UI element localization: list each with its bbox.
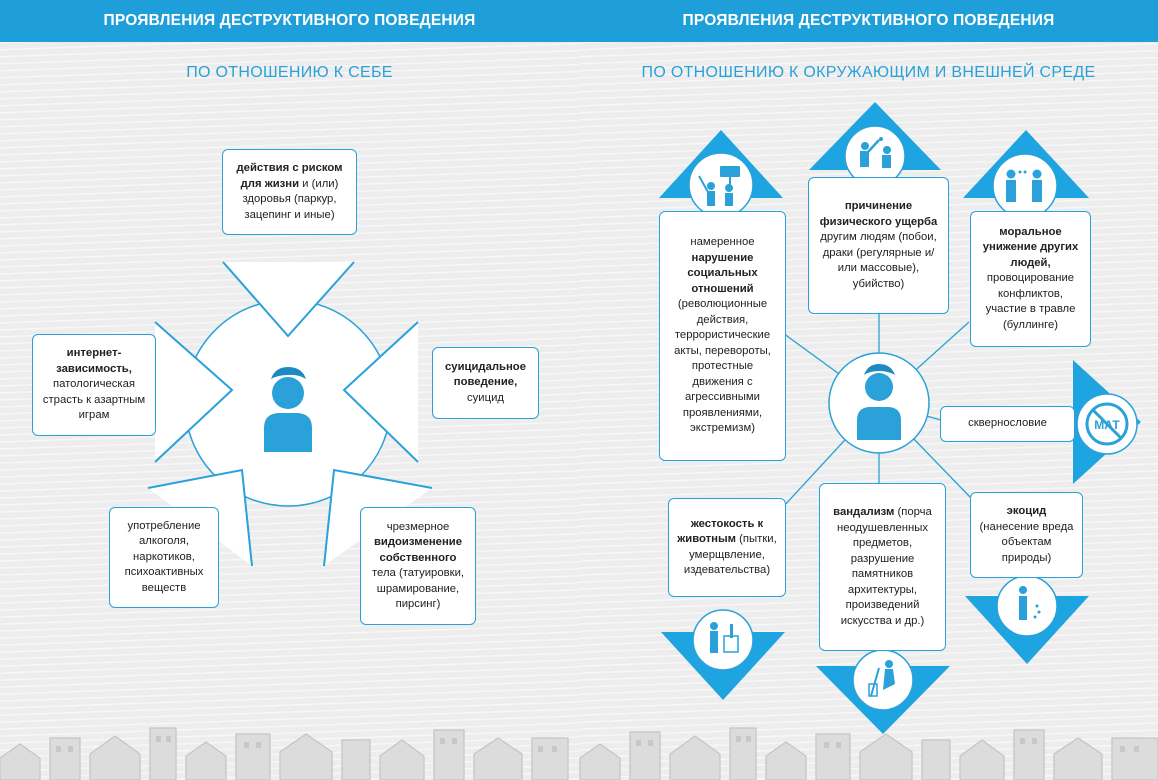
box-moral-humiliation: моральное унижение других людей, провоци… xyxy=(970,211,1091,347)
box-internet-addiction: интернет-зависимость, патологическая стр… xyxy=(32,334,156,436)
box-ecocide: экоцид (нанесение вреда объектам природы… xyxy=(970,492,1083,578)
box-substances: употребление алкоголя, наркотиков, психо… xyxy=(109,507,219,608)
animal-cruelty-icon xyxy=(710,622,739,653)
city-skyline xyxy=(0,727,1158,780)
box-physical-harm: причинение физического ущерба другим люд… xyxy=(808,177,949,314)
vandalism-icon-circle xyxy=(852,649,914,711)
box-body-modification: чрезмерное видоизменение собственного те… xyxy=(360,507,476,625)
animal-cruelty-icon-circle xyxy=(692,609,754,671)
bullying-icon-circle xyxy=(992,153,1058,219)
chevron-left xyxy=(155,322,232,462)
right-header: ПРОЯВЛЕНИЯ ДЕСТРУКТИВНОГО ПОВЕДЕНИЯ xyxy=(579,0,1158,42)
fight-icon xyxy=(860,137,891,168)
box-vandalism: вандализм (порча неодушевленных предмето… xyxy=(819,483,946,651)
box-animal-cruelty: жестокость к животным (пытки, умерщвлени… xyxy=(668,498,786,597)
protest-icon-circle xyxy=(688,152,754,218)
self-diagram xyxy=(147,261,433,567)
protest-icon xyxy=(698,166,740,206)
left-header: ПРОЯВЛЕНИЯ ДЕСТРУКТИВНОГО ПОВЕДЕНИЯ xyxy=(0,0,579,42)
person-icon xyxy=(264,367,312,452)
chevron-top xyxy=(223,262,354,336)
right-subheader: ПО ОТНОШЕНИЮ К ОКРУЖАЮЩИМ И ВНЕШНЕЙ СРЕД… xyxy=(641,64,1096,81)
center-circle-right xyxy=(828,352,930,454)
no-swearing-icon: МАТ xyxy=(1085,402,1129,446)
box-swearing: сквернословие xyxy=(940,406,1075,442)
bullying-icon xyxy=(1006,169,1042,202)
box-suicide: суицидальное поведение, суицид xyxy=(432,347,539,419)
box-risk-actions: действия с риском для жизни и (или) здор… xyxy=(222,149,357,235)
chevron-right xyxy=(344,322,418,462)
littering-icon xyxy=(1019,586,1041,620)
box-social-disruption: намеренное нарушение социальных отношени… xyxy=(659,211,786,461)
others-diagram: МАТ xyxy=(659,102,1141,734)
person-icon-right xyxy=(857,364,901,440)
left-page: ПРОЯВЛЕНИЯ ДЕСТРУКТИВНОГО ПОВЕДЕНИЯ ПО О… xyxy=(0,0,579,780)
left-subheader: ПО ОТНОШЕНИЮ К СЕБЕ xyxy=(186,64,393,81)
mat-sign-text: МАТ xyxy=(1094,418,1120,432)
vandalism-icon xyxy=(868,660,895,697)
right-page: ПРОЯВЛЕНИЯ ДЕСТРУКТИВНОГО ПОВЕДЕНИЯ ПО О… xyxy=(579,0,1158,780)
